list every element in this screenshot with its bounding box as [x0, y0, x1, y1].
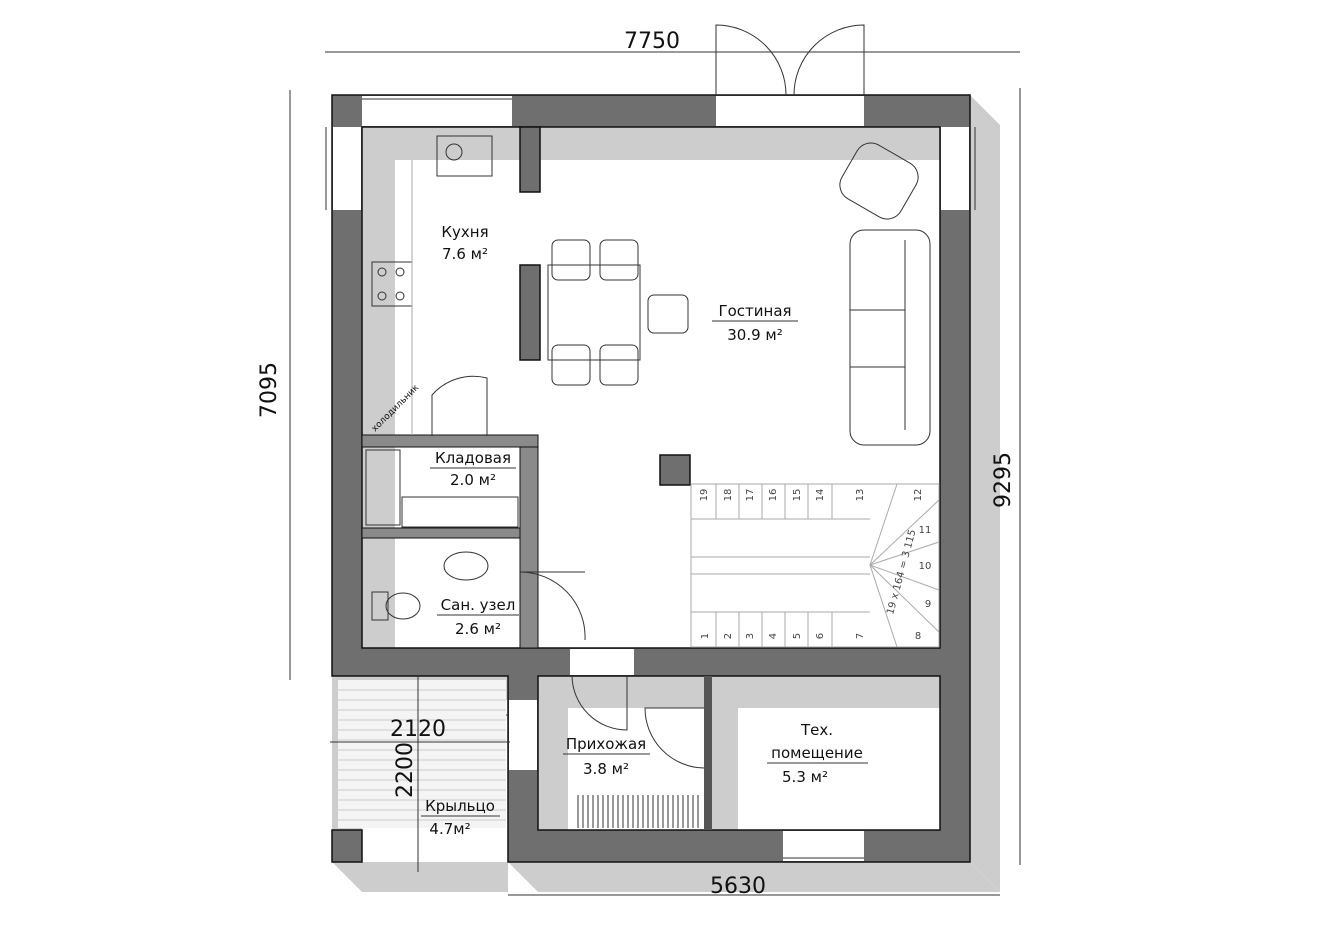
room-area-tech: 5.3 м² — [782, 768, 828, 786]
room-area-bathroom: 2.6 м² — [455, 620, 501, 638]
stair-step-number: 15 — [792, 489, 803, 502]
dim-porch-depth: 2200 — [393, 742, 418, 798]
stair-step-number: 6 — [815, 633, 826, 639]
dim-bottom: 5630 — [710, 874, 766, 899]
stair-step-number: 8 — [915, 631, 921, 642]
room-name-tech-2: помещение — [771, 744, 863, 762]
dim-top: 7750 — [624, 29, 680, 54]
room-name-living: Гостиная — [718, 302, 791, 320]
walls — [331, 94, 971, 863]
stair-step-number: 10 — [919, 561, 932, 572]
stair-winder — [869, 564, 898, 648]
stair-step-number: 11 — [919, 525, 932, 536]
stair-step-number: 2 — [723, 633, 734, 639]
porch-deck — [338, 680, 506, 828]
dim-porch-width: 2120 — [390, 717, 446, 742]
room-name-hallway: Прихожая — [566, 735, 646, 753]
stair-step-number: 16 — [768, 489, 779, 502]
room-area-porch: 4.7м² — [429, 820, 470, 838]
stair-winder — [869, 541, 940, 566]
stair-winder — [869, 564, 940, 591]
dim-right: 9295 — [991, 452, 1016, 508]
stair-step-number: 7 — [855, 633, 866, 639]
stair-step-number: 12 — [913, 489, 924, 502]
stair-winder — [869, 499, 940, 566]
stair-winder — [869, 483, 898, 566]
stair-winder — [869, 564, 940, 633]
room-name-bathroom: Сан. узел — [441, 596, 516, 614]
room-name-pantry: Кладовая — [435, 449, 511, 467]
stair-step-number: 5 — [792, 633, 803, 639]
room-name-tech: Тех. — [800, 721, 833, 739]
stair-step-number: 13 — [855, 489, 866, 502]
room-name-kitchen: Кухня — [441, 223, 488, 241]
room-name-porch: Крыльцо — [425, 797, 495, 815]
room-area-hallway: 3.8 м² — [583, 760, 629, 778]
room-labels: Кухня 7.6 м² Гостиная 30.9 м² Кладовая 2… — [421, 223, 868, 838]
stair-step-number: 17 — [745, 489, 756, 502]
dim-left: 7095 — [257, 362, 282, 418]
dimension-lines: 7750 7095 9295 5630 2120 2200 — [257, 29, 1021, 899]
stair-step-number: 4 — [768, 633, 779, 639]
room-area-kitchen: 7.6 м² — [442, 245, 488, 263]
room-area-pantry: 2.0 м² — [450, 471, 496, 489]
stair-step-number: 3 — [745, 633, 756, 639]
stair-step-number: 1 — [700, 633, 711, 639]
stair-step-number: 19 — [699, 489, 710, 502]
windows-doors — [325, 24, 976, 861]
stair-step-number: 9 — [925, 599, 931, 610]
stair-step-number: 14 — [815, 489, 826, 502]
room-area-living: 30.9 м² — [727, 326, 783, 344]
stair-step-number: 18 — [723, 489, 734, 502]
